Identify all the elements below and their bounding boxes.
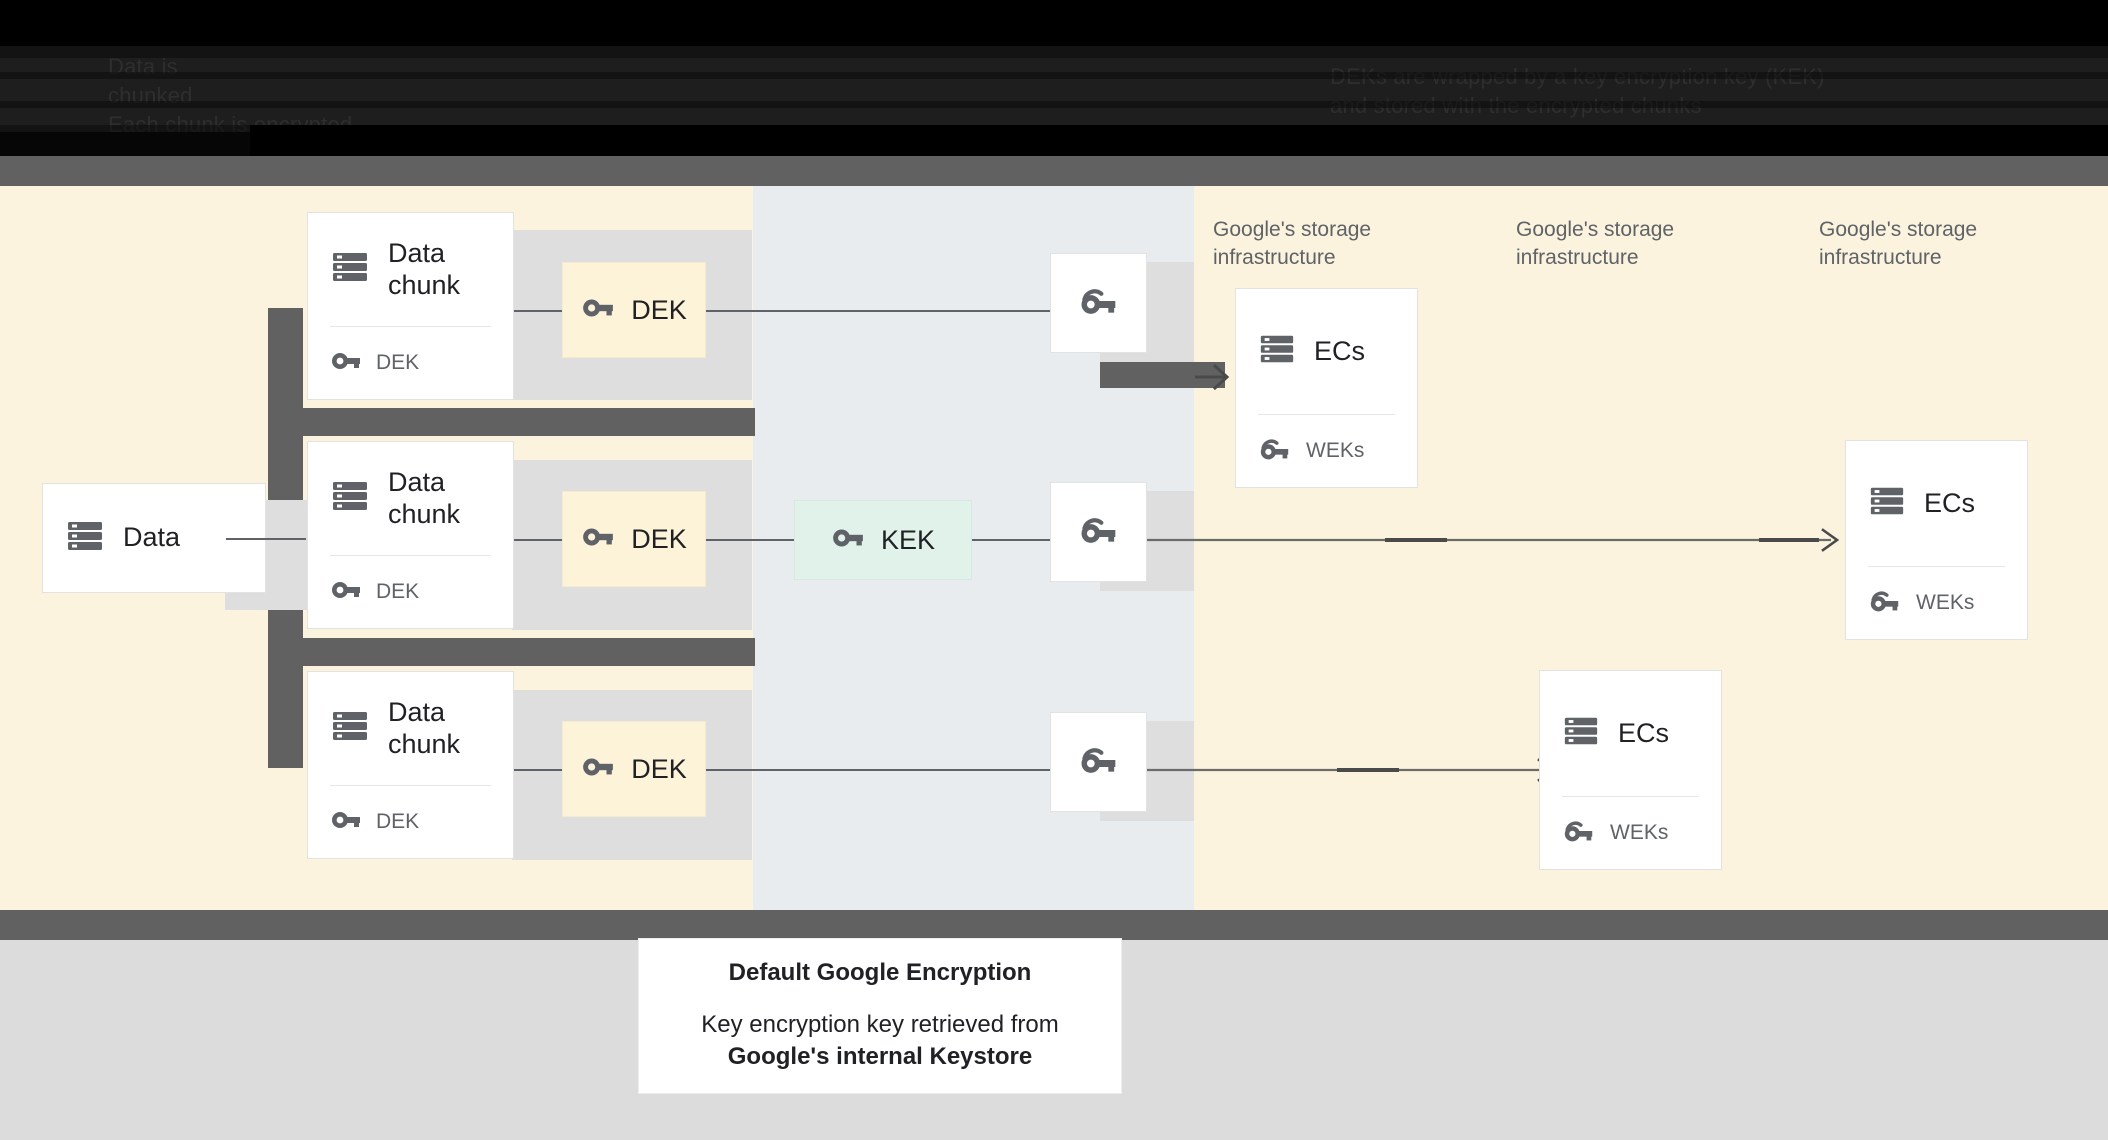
- chunk-card-1-title: Data chunk: [388, 237, 461, 300]
- caption-line-1: Key encryption key retrieved from: [701, 1011, 1059, 1039]
- chunk2-to-dek2-line: [514, 539, 562, 541]
- chunk3-to-dek3-line: [514, 769, 562, 771]
- dek-chip-3[interactable]: DEK: [562, 721, 706, 817]
- chunk-card-2-divider: [330, 555, 491, 556]
- wrapped-key-icon: [1868, 584, 1902, 623]
- wrapped-key-tile-1[interactable]: [1050, 253, 1147, 353]
- kek-chip-label: KEK: [880, 524, 936, 555]
- dek-chip-1[interactable]: DEK: [562, 262, 706, 358]
- chunk1-to-dek1-line: [514, 310, 562, 312]
- chunk-card-2-key-label: DEK: [376, 580, 420, 603]
- data-to-fork-line: [226, 538, 306, 540]
- ecs-card-3-title: ECs: [1618, 717, 1670, 748]
- infra-label-2: Google's storage infrastructure: [1516, 218, 1675, 270]
- chunk-card-3[interactable]: Data chunk DEK: [307, 671, 514, 859]
- caption-title: Default Google Encryption: [728, 959, 1032, 987]
- ecs-card-2-footer: WEKs: [1846, 567, 2027, 639]
- server-icon: [330, 247, 370, 292]
- ecs-card-3[interactable]: ECs WEKs: [1539, 670, 1722, 870]
- dek3-to-wrappedkey3-line: [706, 769, 1050, 771]
- ecs-card-1-divider: [1258, 414, 1395, 415]
- chunk-card-2[interactable]: Data chunk DEK: [307, 441, 514, 629]
- ecs-card-2-title: ECs: [1924, 487, 1976, 518]
- data-card-row: Data: [43, 484, 265, 592]
- bottom-gray-band: [0, 910, 2108, 940]
- server-icon: [65, 516, 105, 561]
- top-gray-band: [0, 156, 2108, 186]
- caption-card: Default Google Encryption Key encryption…: [638, 938, 1122, 1094]
- dek-chip-3-label: DEK: [631, 753, 687, 784]
- ecs-card-3-footer: WEKs: [1540, 797, 1721, 869]
- fork-arm-top: [268, 408, 755, 436]
- fork-arm-bottom: [268, 638, 755, 666]
- server-icon: [1258, 330, 1296, 373]
- chunk-card-1-key-label: DEK: [376, 351, 420, 374]
- infra-label-3: Google's storage infrastructure: [1819, 218, 1978, 270]
- header-occlusion-5: [250, 125, 2108, 156]
- chunk-card-1-header: Data chunk: [308, 213, 513, 326]
- header-occlusion-3: [0, 101, 2108, 108]
- key-icon: [330, 574, 362, 611]
- wrappedkey3-to-ecs3-arrow: [1147, 758, 1556, 782]
- infra-label-1: Google's storage infrastructure: [1213, 218, 1372, 270]
- chunk-card-1-divider: [330, 326, 491, 327]
- chunk-card-2-footer: DEK: [308, 556, 513, 628]
- chunk-card-3-divider: [330, 785, 491, 786]
- ecs-card-2[interactable]: ECs WEKs: [1845, 440, 2028, 640]
- ecs-card-2-divider: [1868, 566, 2005, 567]
- server-icon: [330, 706, 370, 751]
- chunk-card-3-key-label: DEK: [376, 810, 420, 833]
- wrappedkey1-to-ecs1-arrowhead: [1195, 363, 1230, 391]
- key-icon: [330, 345, 362, 382]
- chunk-card-3-title: Data chunk: [388, 696, 461, 759]
- ecs-card-1-header: ECs: [1236, 289, 1417, 414]
- ecs-card-2-header: ECs: [1846, 441, 2027, 566]
- caption-body: Key encryption key retrieved from Google…: [701, 1009, 1058, 1072]
- data-card-title: Data: [123, 522, 181, 553]
- wrapped-key-tile-3[interactable]: [1050, 712, 1147, 812]
- dek-chip-2[interactable]: DEK: [562, 491, 706, 587]
- ecs-card-2-key-label: WEKs: [1916, 591, 1975, 614]
- header-occlusion-2: [0, 72, 2108, 79]
- wrappedkey2-to-ecs2-arrow: [1147, 528, 1840, 552]
- header-occlusion-1: [0, 46, 2108, 58]
- wrapped-key-icon: [1078, 739, 1120, 786]
- ecs-card-1-footer: WEKs: [1236, 415, 1417, 487]
- kek-chip[interactable]: KEK: [794, 500, 972, 580]
- dek-chip-1-label: DEK: [631, 294, 687, 325]
- chunk-card-1[interactable]: Data chunk DEK: [307, 212, 514, 400]
- key-icon: [831, 521, 865, 560]
- header-band: Data is chunked Each chunk is encrypted …: [0, 0, 2108, 156]
- ecs-card-3-key-label: WEKs: [1610, 821, 1669, 844]
- chunk-card-3-footer: DEK: [308, 786, 513, 858]
- server-icon: [330, 476, 370, 521]
- chunk-card-2-title: Data chunk: [388, 466, 461, 529]
- ecs-card-3-header: ECs: [1540, 671, 1721, 796]
- key-icon: [330, 804, 362, 841]
- wrapped-key-icon: [1562, 814, 1596, 853]
- ecs-card-3-divider: [1562, 796, 1699, 797]
- dek-chip-2-label: DEK: [631, 523, 687, 554]
- chunk-card-1-footer: DEK: [308, 327, 513, 399]
- wrapped-key-icon: [1078, 280, 1120, 327]
- server-icon: [1868, 482, 1906, 525]
- chunk-card-2-header: Data chunk: [308, 442, 513, 555]
- chunk-card-3-header: Data chunk: [308, 672, 513, 785]
- wrappedkey1-to-ecs1-arrow-shaft: [1100, 362, 1225, 388]
- key-icon: [581, 750, 615, 789]
- key-icon: [581, 520, 615, 559]
- dek1-to-wrappedkey1-line: [706, 310, 1050, 312]
- ecs-card-1-title: ECs: [1314, 335, 1366, 366]
- server-icon: [1562, 712, 1600, 755]
- ecs-card-1[interactable]: ECs WEKs: [1235, 288, 1418, 488]
- caption-line-2: Google's internal Keystore: [727, 1043, 1033, 1070]
- ecs-card-1-key-label: WEKs: [1306, 439, 1365, 462]
- header-sub-band: [0, 46, 2108, 132]
- wrapped-key-icon: [1078, 509, 1120, 556]
- wrapped-key-icon: [1258, 432, 1292, 471]
- wrapped-key-tile-2[interactable]: [1050, 482, 1147, 582]
- key-icon: [581, 291, 615, 330]
